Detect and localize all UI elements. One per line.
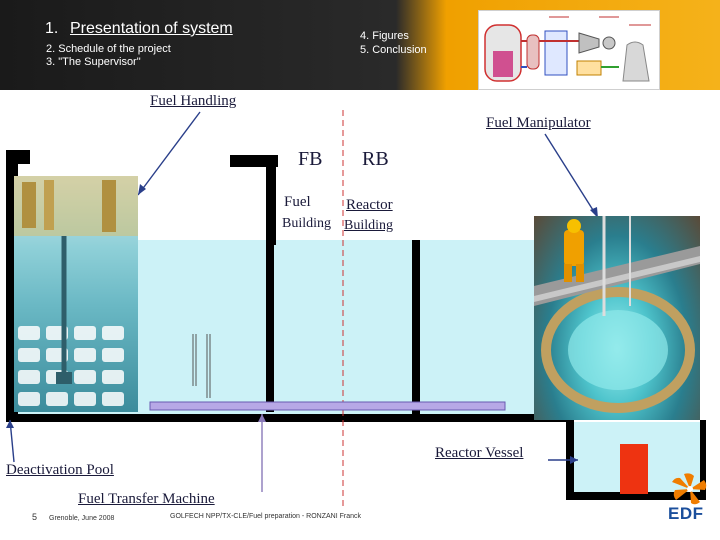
plant-schematic-icon [484, 16, 651, 82]
fuel-transfer-tube [149, 401, 506, 411]
fuel-assembly-rods [192, 334, 211, 398]
fb-label: FB [298, 148, 323, 170]
edf-logo-text: EDF [668, 504, 704, 523]
reactor-manipulator-icon [534, 216, 700, 413]
page-number: 5 [32, 512, 38, 522]
menu-item-supervisor[interactable]: 3. "The Supervisor" [46, 56, 141, 68]
deactivation-pool-label: Deactivation Pool [6, 462, 114, 478]
edf-logo: EDF [664, 472, 716, 526]
menu-item-conclusion[interactable]: 5. Conclusion [360, 44, 427, 56]
presentation-title[interactable]: Presentation of system [70, 20, 233, 37]
reactor-building-label-line2: Building [344, 218, 394, 233]
fuel-building-label-line2: Building [282, 216, 332, 231]
reactor-vessel-label: Reactor Vessel [435, 445, 524, 461]
rb-label: RB [362, 148, 389, 170]
fuel-pool-photo [14, 176, 138, 412]
fuel-pool-rack-icon [14, 176, 138, 406]
pointer-arrows [6, 111, 599, 492]
reactor-core-element [620, 444, 648, 494]
fuel-manipulator-label: Fuel Manipulator [486, 115, 591, 131]
reactor-building-label: Reactor [346, 197, 393, 213]
title-number: 1. [45, 20, 59, 37]
header-banner: 1. Presentation of system 2. Schedule of… [0, 0, 720, 90]
transfer-canal-water-fb [270, 240, 420, 416]
footer-document-ref: GOLFECH NPP/TX-CLE/Fuel preparation - RO… [170, 513, 361, 520]
edf-logo-icon [672, 473, 707, 505]
reactor-cavity-photo [534, 216, 700, 420]
fuel-transfer-machine-label: Fuel Transfer Machine [78, 491, 215, 507]
fb-rb-dividing-wall [412, 240, 420, 415]
menu-item-figures[interactable]: 4. Figures [360, 30, 409, 42]
fuel-handling-label: Fuel Handling [150, 93, 237, 109]
plant-schematic-thumbnail [478, 10, 660, 90]
fuel-building-label: Fuel [284, 194, 311, 210]
menu-item-schedule[interactable]: 2. Schedule of the project [46, 43, 171, 55]
footer-location-date: Grenoble, June 2008 [49, 515, 115, 522]
